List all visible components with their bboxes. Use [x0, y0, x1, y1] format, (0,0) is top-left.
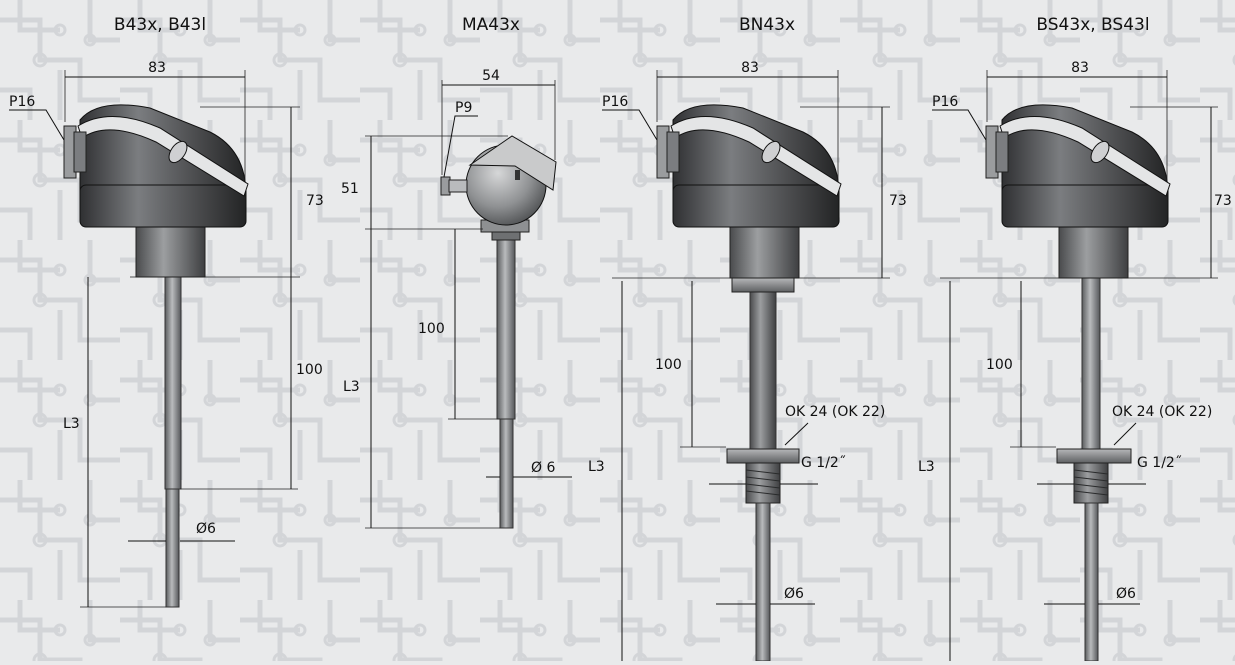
variant-bn43x: BN43x 83 73 100 L3 OK 24 (OK 22) G 1/2˝ — [588, 15, 907, 662]
variant-b43x: B43x, B43l 83 73 100 L3 Ø6 P16 — [9, 15, 324, 608]
variant-title: BS43x, BS43l — [1036, 15, 1149, 35]
dim-height-label: 73 — [889, 193, 907, 209]
probe-stem — [496, 237, 516, 420]
dim-height-label: 73 — [306, 193, 324, 209]
housing-neck — [1058, 224, 1129, 279]
thread-label: G 1/2˝ — [801, 455, 846, 471]
dim-width-label: 83 — [148, 60, 166, 76]
hex-nut — [1056, 448, 1132, 464]
gland-label: P16 — [602, 94, 628, 110]
housing-neck — [135, 224, 206, 278]
dim-height-label: 73 — [1214, 193, 1232, 209]
variant-title: B43x, B43l — [114, 15, 206, 35]
probe-tip — [165, 488, 180, 608]
lid-screw-icon — [168, 140, 188, 164]
head-lid-band — [670, 116, 842, 197]
dim-stem-label: 100 — [296, 362, 323, 378]
dim-diameter-label: Ø6 — [1116, 586, 1136, 602]
head-lid — [468, 135, 557, 191]
dim-l3-label: L3 — [918, 459, 935, 475]
gland-label: P9 — [455, 100, 472, 116]
probe-tip — [1084, 502, 1099, 662]
hex-nut — [726, 448, 800, 464]
dim-width-label: 83 — [1071, 60, 1089, 76]
variant-title: BN43x — [739, 15, 795, 35]
thread-g12 — [745, 462, 781, 504]
variant-ma43x: MA43x 54 51 100 L3 Ø 6 P9 — [341, 15, 572, 529]
variant-bs43x: BS43x, BS43l 83 73 100 L3 OK 24 (OK 22) … — [918, 15, 1232, 662]
lid-screw-icon — [1090, 140, 1110, 164]
probe-tip — [755, 502, 771, 662]
probe-stem — [164, 276, 182, 490]
dim-stem-label: 100 — [986, 357, 1013, 373]
dim-l3-label: L3 — [588, 459, 605, 475]
probe-stem — [1081, 277, 1101, 450]
lid-screw-icon — [761, 140, 781, 164]
head-lid-band — [999, 116, 1171, 197]
dim-width-label: 54 — [482, 68, 500, 84]
dim-diameter-label: Ø6 — [196, 521, 216, 537]
probe-stem — [749, 290, 777, 450]
head-lid-band — [77, 116, 249, 197]
dim-stem-label: 100 — [418, 321, 445, 337]
dim-l3-label: L3 — [343, 379, 360, 395]
dim-diameter-label: Ø6 — [784, 586, 804, 602]
thread-g12 — [1073, 462, 1109, 504]
gland-label: P16 — [9, 94, 35, 110]
wrench-size-label: OK 24 (OK 22) — [785, 404, 885, 420]
dim-stem-label: 100 — [655, 357, 682, 373]
variant-title: MA43x — [462, 15, 520, 35]
dim-width-label: 83 — [741, 60, 759, 76]
dim-diameter-label: Ø 6 — [531, 460, 555, 476]
head-body — [79, 184, 247, 228]
dim-height-label: 51 — [341, 181, 359, 197]
gland-label: P16 — [932, 94, 958, 110]
housing-neck — [729, 224, 800, 279]
dim-l3-label: L3 — [63, 416, 80, 432]
thread-label: G 1/2˝ — [1137, 455, 1182, 471]
probe-tip — [499, 418, 514, 529]
wrench-size-label: OK 24 (OK 22) — [1112, 404, 1212, 420]
